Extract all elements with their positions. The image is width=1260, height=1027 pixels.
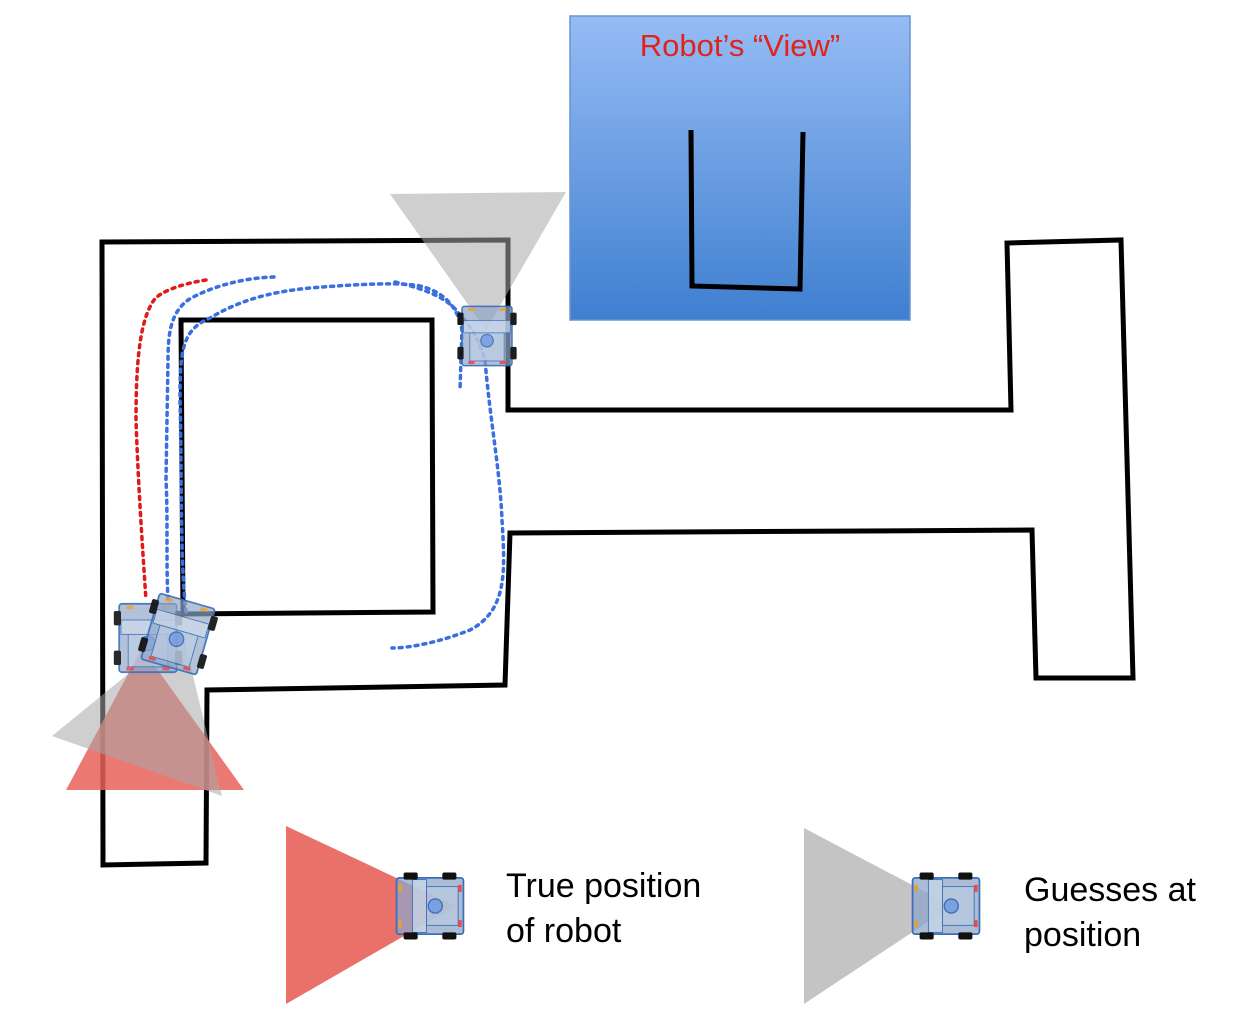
legend-guesses-line2: position — [1024, 916, 1142, 954]
legend-true-robot-icon — [395, 871, 465, 941]
robot-view-title: Robot’s “View” — [639, 28, 841, 63]
legend-true-line1: True position — [506, 867, 702, 905]
legend-true-position — [286, 826, 465, 1004]
guess-path-outer — [164, 275, 276, 602]
legend-guess-robot-icon — [911, 871, 981, 941]
guess-paths — [164, 275, 506, 650]
legend-red-cone-icon — [286, 826, 456, 1004]
guess-robot-top — [456, 305, 518, 367]
legend-true-line2: of robot — [506, 912, 622, 950]
guess-sensor-cone-bottom — [52, 630, 222, 796]
true-path — [134, 278, 208, 602]
legend-guesses-line1: Guesses at — [1024, 871, 1196, 909]
legend-guesses — [804, 828, 981, 1004]
view-wall-outline — [688, 129, 806, 292]
map-outer-wall — [99, 237, 1136, 868]
legend-true-position-label: True position of robot — [506, 864, 701, 954]
guess-sensor-cone-top — [390, 192, 566, 330]
robot-view-panel — [569, 15, 911, 321]
legend-guesses-label: Guesses at position — [1024, 868, 1196, 958]
legend-grey-cone-icon — [804, 828, 952, 1004]
guess-path-middle — [178, 282, 464, 614]
map-inner-wall — [178, 317, 436, 617]
